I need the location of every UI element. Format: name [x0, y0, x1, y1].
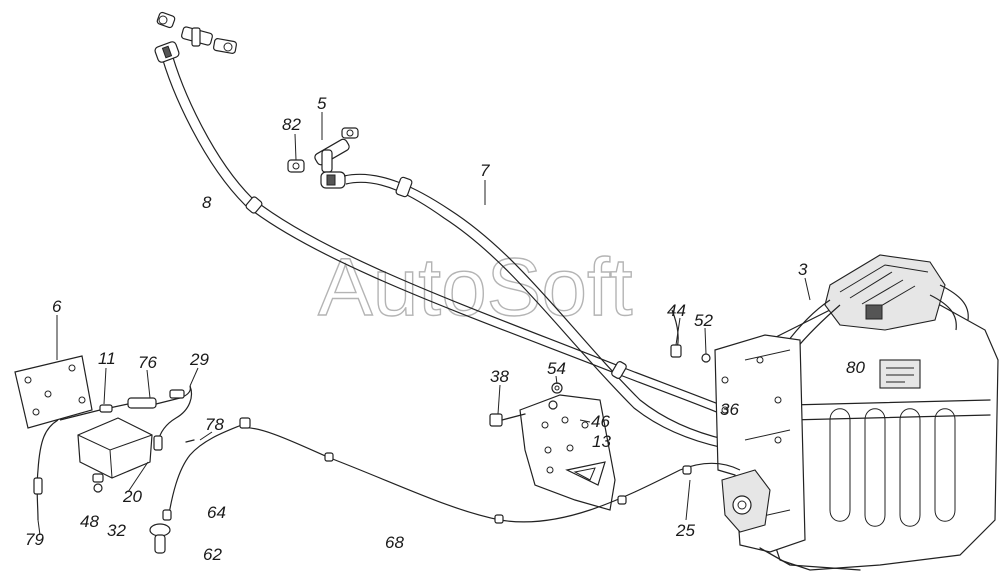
bracket-plate-13	[489, 382, 616, 511]
leader-lines	[37, 112, 811, 536]
tee-fitting-5	[287, 127, 359, 189]
callout-82: 82	[282, 115, 301, 134]
callout-48: 48	[80, 512, 99, 531]
callout-46: 46	[591, 412, 610, 431]
callout-64: 64	[207, 503, 226, 522]
callout-20: 20	[122, 487, 142, 506]
callout-76: 76	[138, 353, 157, 372]
connector-76-29	[127, 385, 193, 451]
heater-unit-3	[670, 254, 999, 571]
callout-32: 32	[107, 521, 126, 540]
watermark: AutoSoft	[318, 242, 633, 333]
hose-8	[159, 46, 751, 426]
callout-38: 38	[490, 367, 509, 386]
callout-44: 44	[667, 301, 686, 320]
callout-8: 8	[202, 193, 212, 212]
cable-68	[149, 417, 741, 554]
callout-labels: 5 82 7 8 3 44 52 80 6 11 76 29 38 54 36 …	[25, 94, 865, 564]
callout-5: 5	[317, 94, 327, 113]
mounting-plate-6	[14, 355, 93, 429]
callout-3: 3	[798, 260, 808, 279]
callout-62: 62	[203, 545, 222, 564]
callout-13: 13	[592, 432, 611, 451]
callout-36: 36	[720, 400, 739, 419]
callout-11: 11	[98, 349, 116, 368]
callout-54: 54	[547, 359, 566, 378]
top-fittings	[154, 11, 263, 214]
callout-79: 79	[25, 530, 44, 549]
callout-25: 25	[675, 521, 695, 540]
callout-52: 52	[694, 311, 713, 330]
callout-68: 68	[385, 533, 404, 552]
control-unit-20	[77, 417, 153, 493]
callout-29: 29	[189, 350, 209, 369]
callout-6: 6	[52, 297, 62, 316]
callout-7: 7	[480, 161, 490, 180]
callout-80: 80	[846, 358, 865, 377]
sensor-cable-79	[33, 403, 129, 521]
callout-78: 78	[205, 415, 224, 434]
